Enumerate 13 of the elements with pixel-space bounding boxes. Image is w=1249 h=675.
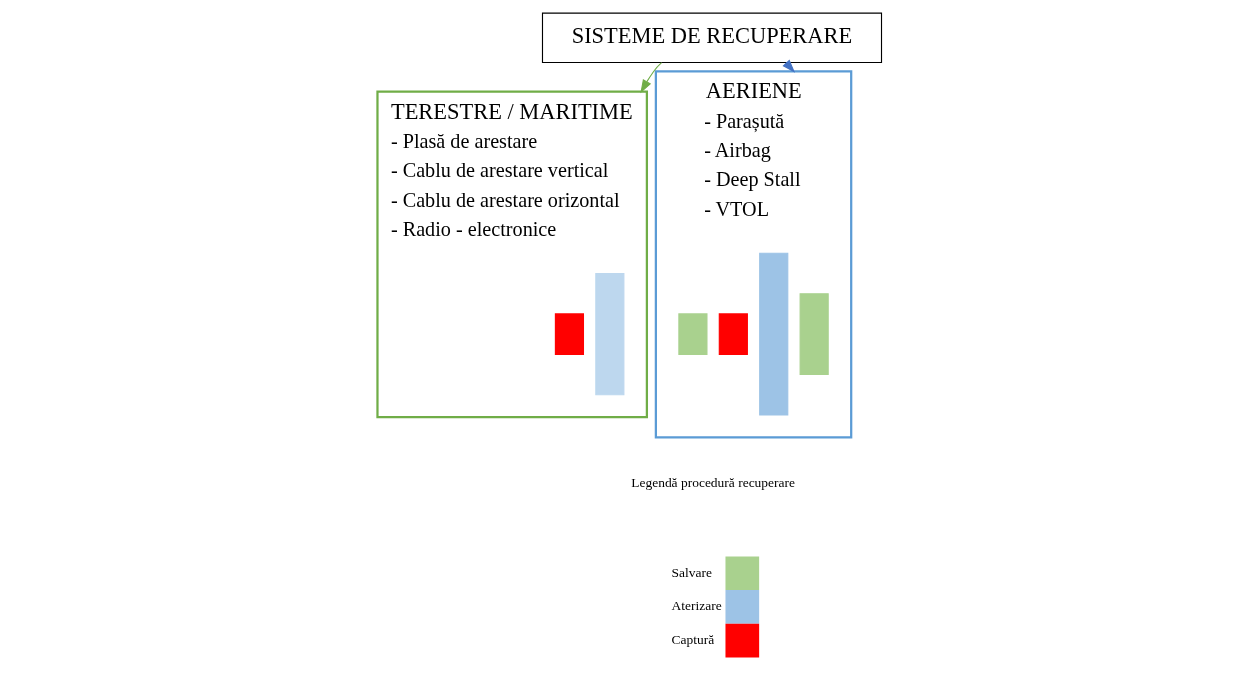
arrow [639,62,662,94]
node-bar [799,293,829,376]
node-bar [554,313,584,355]
legend-label: Salvare [671,564,712,580]
legend-label: Aterizare [671,598,722,614]
node-bar [594,272,624,396]
cluster: AERIENE - Parașută - Airbag - Deep Stall - VTOL [654,70,852,439]
legend-label: Captură [671,632,714,648]
label: Legendă procedură recuperare [630,474,795,490]
node-bar [718,313,748,355]
node-bar [758,252,788,416]
node-bar [677,313,707,355]
cluster: TERESTRE / MARITIME - Plasă de arestare - Cablu de arestare vertical - Cablu de arestare orizontal - Radio - electronice [375,90,648,419]
